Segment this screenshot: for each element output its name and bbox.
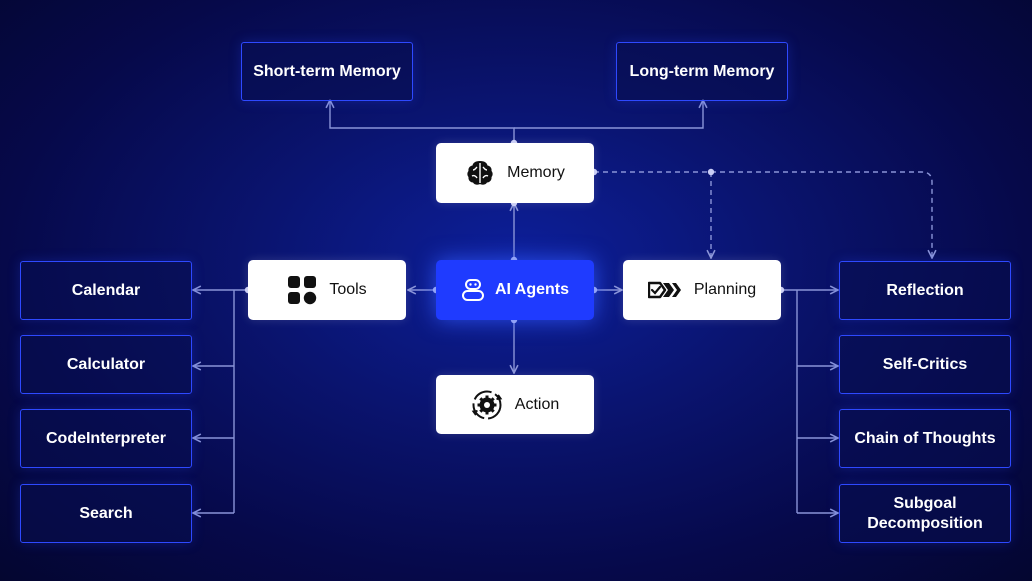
- node-action: Action: [436, 375, 594, 434]
- node-ai-agents-label: AI Agents: [494, 281, 570, 298]
- node-calculator-label: Calculator: [66, 355, 146, 373]
- node-codeinterpreter: CodeInterpreter: [20, 409, 192, 468]
- node-codeinterpreter-label: CodeInterpreter: [45, 429, 167, 447]
- node-self-critics-label: Self-Critics: [882, 355, 968, 373]
- robot-icon: [461, 278, 485, 302]
- node-planning-label: Planning: [693, 281, 757, 298]
- gear-cycle-icon: [471, 389, 503, 421]
- node-subgoal-decomposition-label: Subgoal Decomposition: [867, 494, 983, 532]
- line-memory-long-term: [514, 100, 703, 129]
- node-reflection: Reflection: [839, 261, 1011, 320]
- node-ai-agents: AI Agents: [436, 260, 594, 320]
- node-short-term-memory: Short-term Memory: [241, 42, 413, 101]
- line-memory-reflection-dashed: [594, 171, 932, 258]
- node-chain-of-thoughts: Chain of Thoughts: [839, 409, 1011, 468]
- node-self-critics: Self-Critics: [839, 335, 1011, 394]
- node-calendar-label: Calendar: [71, 281, 141, 299]
- node-planning: Planning: [623, 260, 781, 320]
- brain-icon: [465, 158, 495, 188]
- node-short-term-memory-label: Short-term Memory: [253, 62, 401, 80]
- node-reflection-label: Reflection: [886, 281, 964, 299]
- node-memory: Memory: [436, 143, 594, 203]
- forward-check-icon: [647, 281, 682, 299]
- grid-icon: [287, 275, 317, 305]
- node-chain-of-thoughts-label: Chain of Thoughts: [854, 429, 996, 447]
- node-calendar: Calendar: [20, 261, 192, 320]
- node-long-term-memory: Long-term Memory: [616, 42, 788, 101]
- node-long-term-memory-label: Long-term Memory: [629, 62, 775, 80]
- node-tools: Tools: [248, 260, 406, 320]
- node-search-label: Search: [79, 504, 133, 522]
- dot-dashed-junction: [707, 168, 715, 176]
- node-calculator: Calculator: [20, 335, 192, 394]
- line-memory-short-term: [330, 100, 515, 143]
- node-subgoal-decomposition: Subgoal Decomposition: [839, 484, 1011, 543]
- node-search: Search: [20, 484, 192, 543]
- node-memory-label: Memory: [507, 164, 565, 181]
- node-action-label: Action: [514, 395, 560, 413]
- node-tools-label: Tools: [329, 281, 367, 298]
